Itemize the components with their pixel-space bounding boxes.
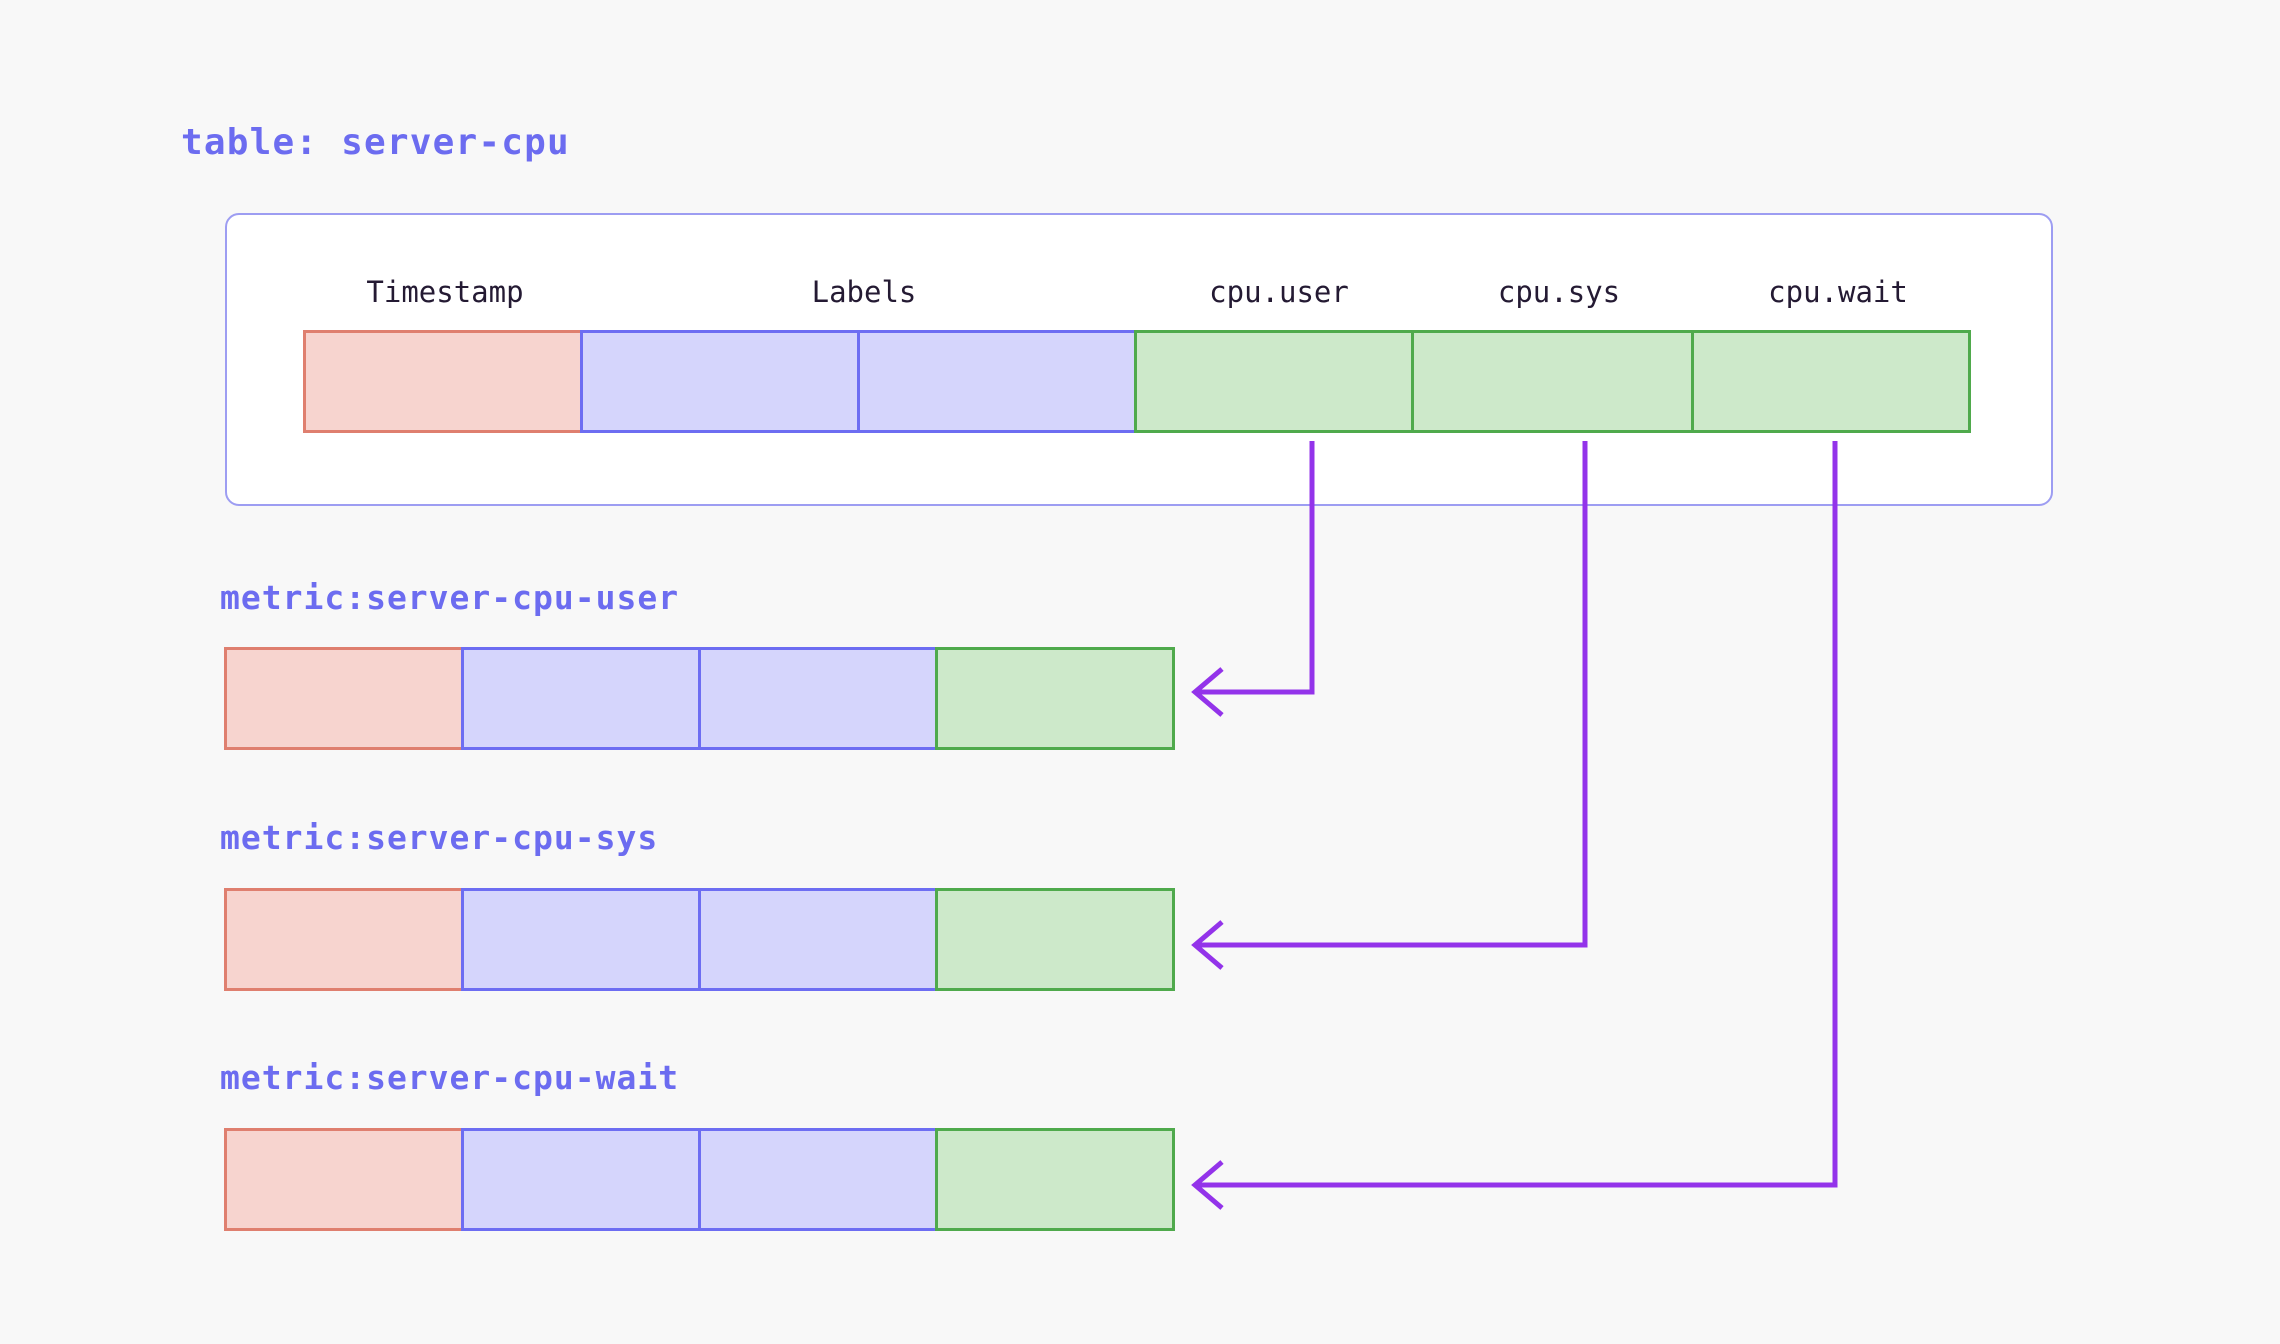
column-header-cpu-sys: cpu.sys bbox=[1497, 275, 1621, 309]
cpu-sys-connector bbox=[1191, 441, 1588, 970]
table-title: table: server-cpu bbox=[181, 122, 570, 163]
metric-cell-label bbox=[698, 888, 938, 991]
column-header-timestamp: Timestamp bbox=[366, 275, 524, 309]
table-cell-value bbox=[1411, 330, 1694, 433]
metric-title-cpu-wait: metric:server-cpu-wait bbox=[220, 1058, 680, 1097]
metric-cell-label bbox=[698, 1128, 938, 1231]
table-cell-label bbox=[857, 330, 1137, 433]
table-cell-value bbox=[1691, 330, 1971, 433]
cpu-wait-connector bbox=[1191, 441, 1838, 1210]
table-column-headers: Timestamp Labels cpu.user cpu.sys cpu.wait bbox=[225, 275, 2053, 321]
table-cell-label bbox=[580, 330, 860, 433]
metric-cell-timestamp bbox=[224, 647, 464, 750]
table-row bbox=[303, 330, 1971, 433]
table-cell-value bbox=[1134, 330, 1414, 433]
metric-cell-label bbox=[698, 647, 938, 750]
column-header-cpu-wait: cpu.wait bbox=[1768, 275, 1908, 309]
metric-cell-timestamp bbox=[224, 1128, 464, 1231]
metric-row bbox=[224, 888, 1175, 991]
metric-cell-value bbox=[935, 1128, 1175, 1231]
metric-cell-value bbox=[935, 888, 1175, 991]
metric-cell-label bbox=[461, 647, 701, 750]
metric-cell-label bbox=[461, 1128, 701, 1231]
metric-cell-label bbox=[461, 888, 701, 991]
metric-title-cpu-user: metric:server-cpu-user bbox=[220, 578, 680, 617]
metric-row bbox=[224, 647, 1175, 750]
metric-cell-timestamp bbox=[224, 888, 464, 991]
table-cell-timestamp bbox=[303, 330, 583, 433]
metric-row bbox=[224, 1128, 1175, 1231]
column-header-cpu-user: cpu.user bbox=[1209, 275, 1349, 309]
metric-cell-value bbox=[935, 647, 1175, 750]
column-header-labels: Labels bbox=[811, 275, 917, 309]
metric-title-cpu-sys: metric:server-cpu-sys bbox=[220, 818, 659, 857]
